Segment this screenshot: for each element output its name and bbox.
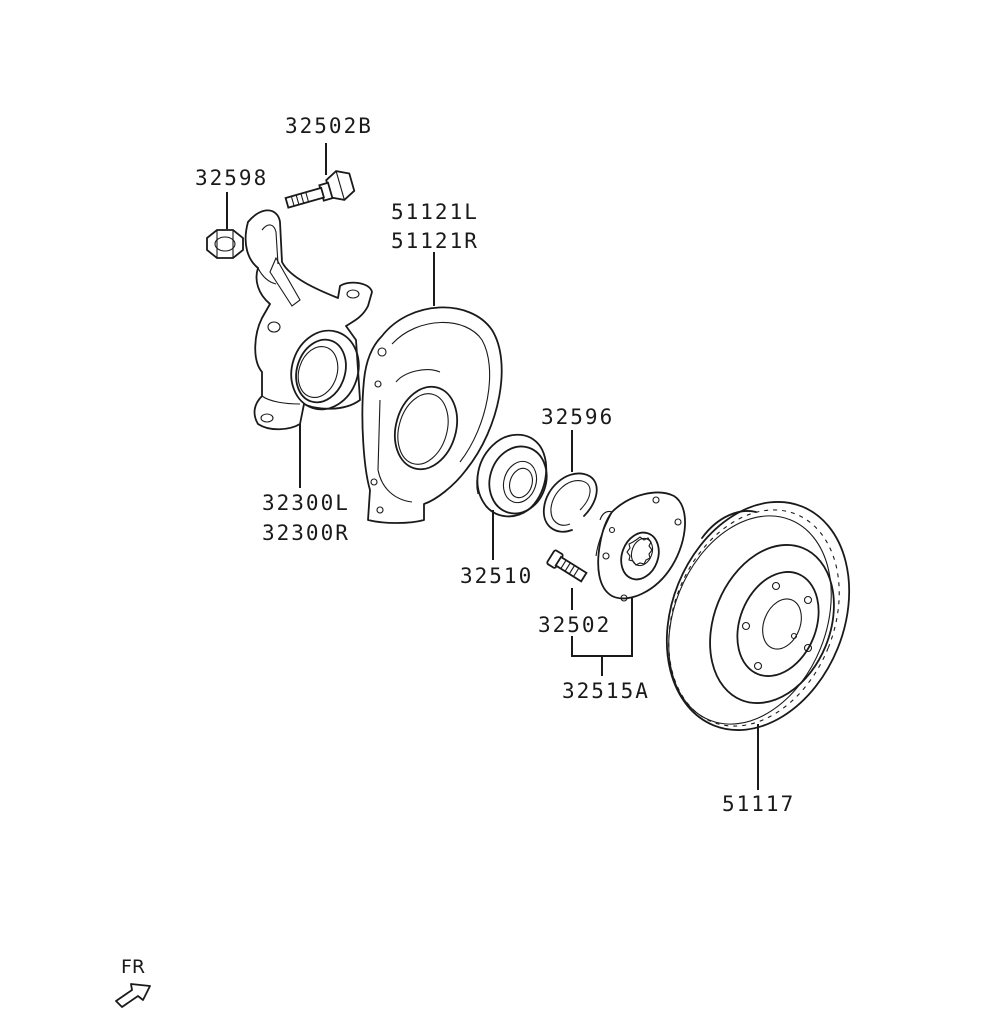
label-51121l: 51121L	[391, 200, 479, 224]
label-32598: 32598	[195, 166, 268, 190]
wheel-bearing-part[interactable]	[476, 433, 555, 521]
arrow-front-icon	[115, 983, 151, 1008]
label-32515a: 32515A	[562, 679, 650, 703]
label-32300l: 32300L	[262, 491, 350, 515]
fr-label: FR	[121, 956, 145, 978]
dust-shield-part[interactable]	[361, 306, 503, 524]
label-32502b: 32502B	[285, 114, 373, 138]
wheel-hub-part[interactable]	[595, 491, 686, 602]
part-labels: 32502B 32598 32300L 32300R 51121L 51121R…	[195, 114, 795, 816]
hub-bolt-part[interactable]	[546, 549, 588, 584]
label-32596: 32596	[541, 405, 614, 429]
label-51121r: 51121R	[391, 229, 479, 253]
front-direction-indicator: FR	[115, 956, 151, 1008]
label-32510: 32510	[460, 564, 533, 588]
label-32300r: 32300R	[262, 521, 350, 545]
brake-rotor-part[interactable]	[634, 474, 882, 757]
snap-ring-part[interactable]	[543, 472, 598, 533]
steering-knuckle-part[interactable]	[244, 209, 373, 431]
label-32502: 32502	[538, 613, 611, 637]
label-51117: 51117	[722, 792, 795, 816]
leader-lines	[226, 143, 759, 790]
knuckle-nut-part[interactable]	[206, 229, 244, 259]
knuckle-bolt-part[interactable]	[282, 168, 356, 216]
